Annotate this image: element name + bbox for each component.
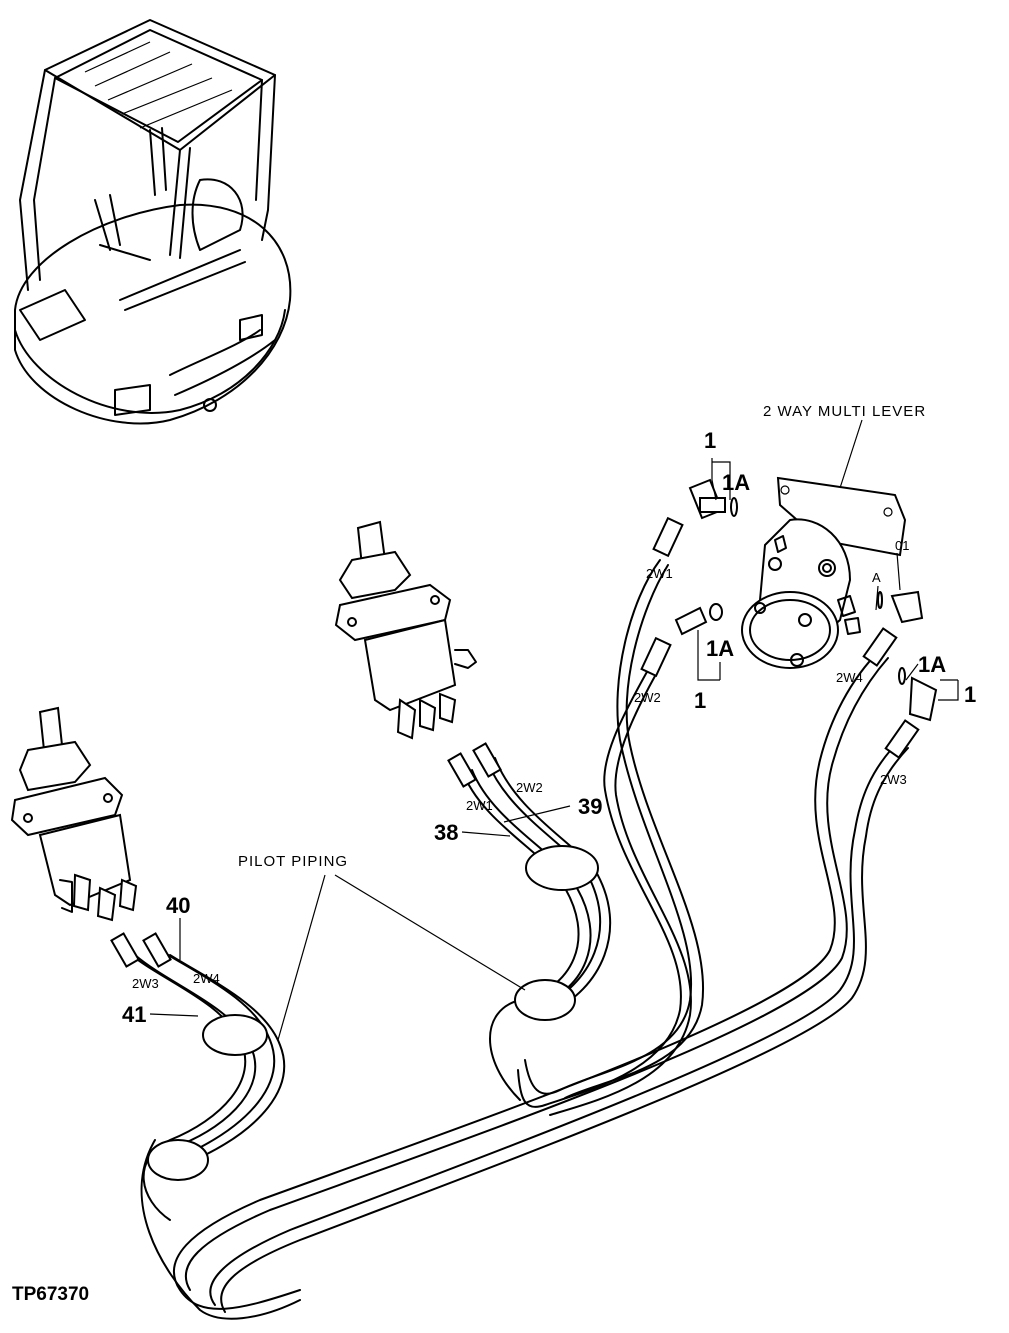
callout-40: 40 (166, 893, 190, 918)
figure-id: TP67370 (12, 1284, 89, 1305)
excavator-illustration (14, 19, 292, 425)
pilot-piping-leader-left (277, 874, 326, 1041)
pilot-piping-label: PILOT PIPING (238, 853, 348, 870)
hose-end-fittings (110, 516, 920, 968)
tag-lever-2w2: 2W2 (634, 690, 661, 705)
callout-41: 41 (122, 1002, 146, 1027)
callout-1a-top: 1A (722, 470, 750, 495)
callout-1-mid: 1 (694, 688, 706, 713)
port-a-label: A (872, 570, 881, 585)
callout-1a-mid: 1A (706, 636, 734, 661)
tag-mid-2w2: 2W2 (516, 780, 543, 795)
left-pilot-valve (10, 706, 138, 922)
multi-lever-label: 2 WAY MULTI LEVER (763, 403, 926, 420)
port-a-leader (875, 585, 879, 611)
tag-left-2w3: 2W3 (132, 976, 159, 991)
callout-brackets (149, 458, 959, 1017)
tag-lever-2w4: 2W4 (836, 670, 863, 685)
tag-lever-2w3: 2W3 (880, 772, 907, 787)
callout-1-top: 1 (704, 428, 716, 453)
middle-pilot-valve (334, 520, 477, 740)
callout-39: 39 (578, 794, 602, 819)
multi-lever-valve (741, 419, 907, 669)
pilot-piping-leader-right (334, 874, 526, 991)
tag-left-2w4: 2W4 (193, 971, 220, 986)
tag-mid-2w1: 2W1 (466, 798, 493, 813)
callout-38: 38 (434, 820, 458, 845)
pilot-hoses (124, 559, 909, 1320)
callout-1a-right: 1A (918, 652, 946, 677)
port-01-label: 01 (895, 538, 909, 553)
callout-1-right: 1 (964, 682, 976, 707)
lever-fittings (674, 478, 938, 722)
tag-lever-2w1: 2W1 (646, 566, 673, 581)
port-01-leader (896, 552, 901, 591)
